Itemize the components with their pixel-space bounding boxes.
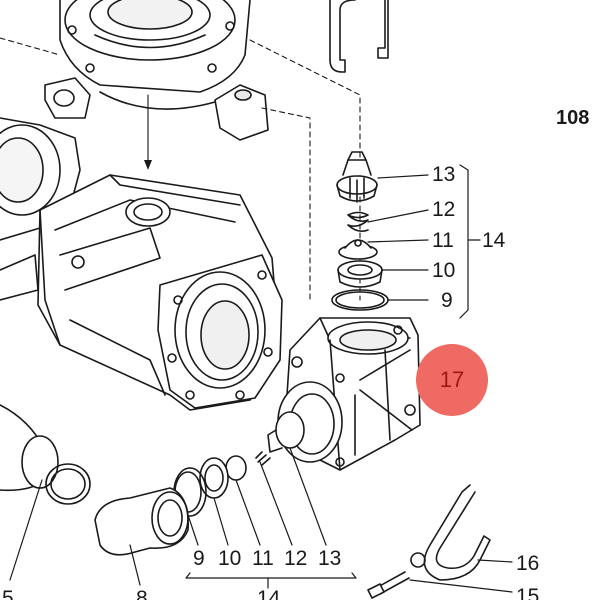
leader-lines [9, 164, 513, 593]
callout-11-bottom: 11 [252, 547, 274, 570]
pump-housing [37, 174, 283, 411]
callout-9-upper: 9 [441, 289, 453, 312]
callout-15: 15 [516, 585, 540, 600]
highlight-label: 17 [439, 367, 465, 392]
valve-body [277, 317, 421, 471]
retaining-clip-top [329, 0, 389, 73]
callout-5: 5 [2, 587, 14, 600]
top-bearing-housing [44, 0, 269, 141]
callout-13-upper: 13 [432, 163, 456, 186]
arrow-head [144, 160, 152, 170]
elbow-fitting [94, 487, 189, 556]
screw [367, 571, 410, 599]
callout-9-bottom: 9 [193, 547, 205, 570]
callout-11-upper: 11 [432, 229, 454, 252]
callout-10-upper: 10 [432, 259, 456, 282]
callout-12-upper: 12 [432, 198, 456, 221]
hose-and-oring [0, 404, 91, 505]
retaining-clip-bottom [410, 484, 491, 581]
callout-14-bottom-group: 14 [257, 587, 281, 600]
callout-12-bottom: 12 [284, 547, 308, 570]
callout-13-bottom: 13 [318, 547, 342, 570]
highlight-callout-17[interactable]: 17 [416, 344, 488, 416]
valve-stack-upper [331, 151, 389, 311]
assembly-guide-lines [0, 37, 361, 301]
callout-14-upper-group: 14 [482, 229, 506, 252]
callout-10-bottom: 10 [218, 547, 242, 570]
valve-stack-side [173, 411, 305, 517]
page-number: 108 [556, 107, 590, 129]
callout-8: 8 [136, 587, 148, 600]
callout-16: 16 [516, 552, 540, 575]
